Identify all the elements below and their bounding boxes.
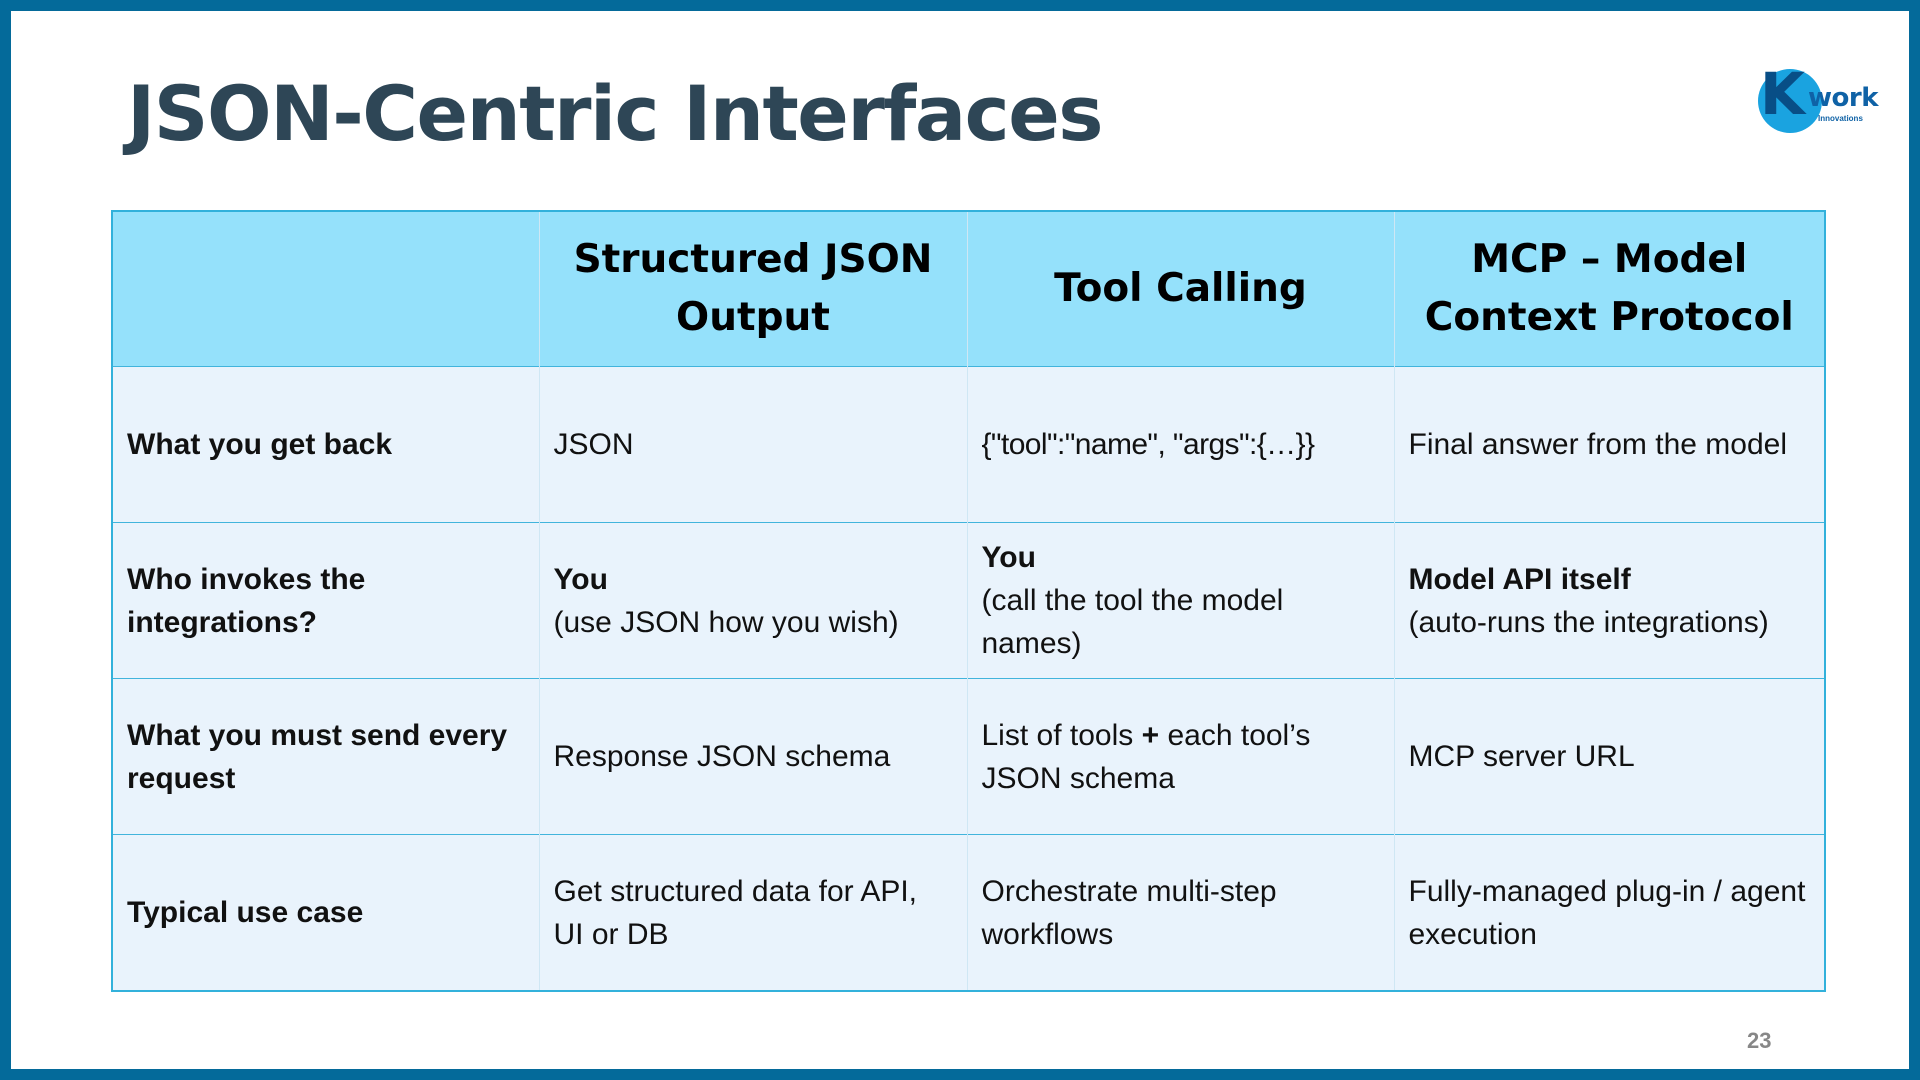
logo-word: work (1808, 83, 1879, 113)
logo-letter: K (1760, 60, 1805, 128)
cell-strong: You (981, 541, 1036, 574)
cell-note: (call the tool the model names) (981, 584, 1284, 660)
slide-title: JSON-Centric Interfaces (127, 69, 1104, 158)
cell-tool: {"tool":"name", "args":{…}} (966, 366, 1394, 523)
cell-tool: Orchestrate multi-step workflows (966, 834, 1394, 991)
page-number: 23 (1747, 1028, 1772, 1053)
cell-mcp: Fully-managed plug-in / agent execution (1393, 834, 1825, 991)
table-row: Typical use case Get structured data for… (112, 834, 1825, 991)
cell-strong: You (553, 562, 608, 596)
logo-subtext: Innovations (1818, 114, 1863, 123)
cell-structured: Response JSON schema (538, 678, 967, 835)
cell-strong: Model API itself (1408, 562, 1631, 596)
table-row: What you must send every request Respons… (112, 678, 1825, 835)
cell-tool: You (call the tool the model names) (966, 522, 1394, 679)
cell-structured: JSON (538, 366, 967, 523)
row-label: Who invokes the integrations? (112, 522, 539, 679)
cell-mcp: MCP server URL (1393, 678, 1825, 835)
table-row: Who invokes the integrations? You (use J… (112, 522, 1825, 679)
comparison-table: Structured JSON Output Tool Calling MCP … (111, 210, 1826, 992)
table-row: What you get back JSON {"tool":"name", "… (112, 366, 1825, 523)
cell-tool: List of tools + each tool’s JSON schema (966, 678, 1394, 835)
cell-text: List of tools (981, 718, 1134, 752)
plus-sign: + (1141, 718, 1160, 752)
cell-mcp: Model API itself (auto-runs the integrat… (1393, 522, 1825, 679)
row-label: What you get back (112, 366, 539, 523)
header-mcp: MCP – Model Context Protocol (1393, 211, 1825, 367)
cell-mcp: Final answer from the model (1393, 366, 1825, 523)
header-empty (112, 211, 539, 367)
header-structured-json: Structured JSON Output (538, 211, 967, 367)
cell-text: each tool’s JSON schema (981, 718, 1311, 795)
header-tool-calling: Tool Calling (966, 211, 1394, 367)
cell-structured: You (use JSON how you wish) (538, 522, 967, 679)
row-label: Typical use case (112, 834, 539, 991)
cell-note: (auto-runs the integrations) (1408, 605, 1769, 639)
slide: JSON-Centric Interfaces K work Innovatio… (11, 11, 1909, 1069)
cell-structured: Get structured data for API, UI or DB (538, 834, 967, 991)
kwork-logo: K work Innovations (1746, 59, 1879, 139)
header-row: Structured JSON Output Tool Calling MCP … (112, 211, 1825, 367)
row-label: What you must send every request (112, 678, 539, 835)
logo-circle (1758, 69, 1822, 133)
cell-note: (use JSON how you wish) (553, 605, 899, 639)
